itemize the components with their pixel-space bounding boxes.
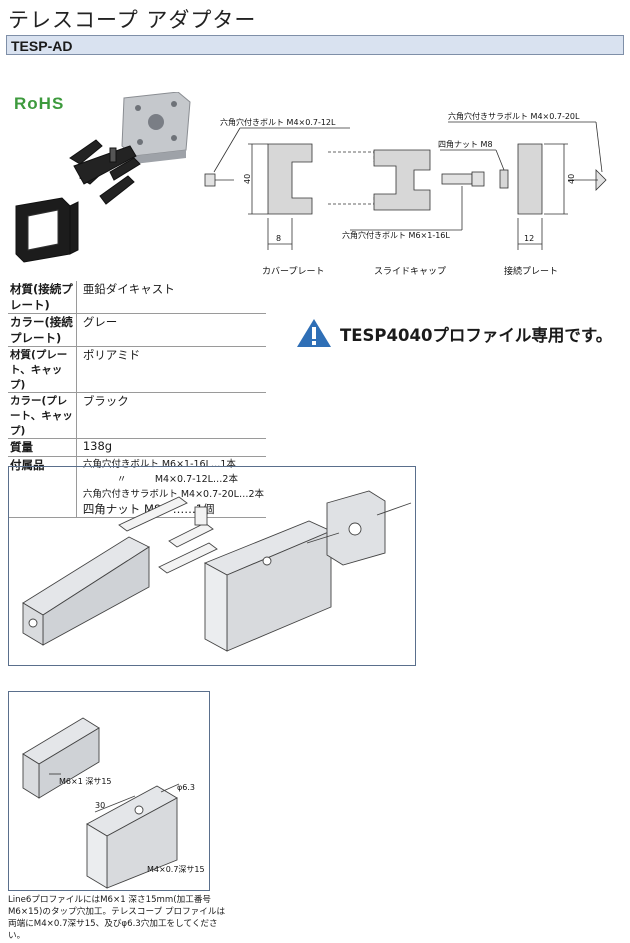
spec-row: カラー(接続プレート) グレー: [8, 313, 266, 347]
spec-key: カラー(プレート、キャップ): [8, 392, 77, 439]
spec-key: 質量: [8, 438, 77, 457]
spec-key: 材質(接続プレート): [8, 281, 77, 314]
bolt-m6-shape: [441, 173, 473, 185]
machining-detail: M6×1 深サ15 30 φ6.3 M4×0.7深サ15: [8, 691, 210, 891]
part-connect-plate: 接続プレート: [504, 265, 558, 277]
label-m6-depth: M6×1 深サ15: [59, 777, 112, 786]
spec-row: 質量 138g: [8, 438, 266, 457]
assembly-illustration: [8, 466, 416, 666]
warning-icon: [297, 319, 331, 347]
technical-drawing: 六角穴付きボルト M4×0.7-12L 六角穴付きサラボルト M4×0.7-20…: [204, 111, 607, 277]
cover-plate-shape: [267, 143, 313, 215]
label-square-nut: 四角ナット M8: [438, 139, 493, 149]
spec-key: カラー(接続プレート): [8, 313, 77, 347]
spec-value: 亜鉛ダイキャスト: [76, 281, 266, 314]
spec-row: 材質(接続プレート) 亜鉛ダイキャスト: [8, 281, 266, 314]
spec-value: グレー: [76, 313, 266, 347]
warning-text: TESP4040プロファイル専用です。: [340, 326, 613, 345]
accessory-line: 〃 M4×0.7-12L…2本: [116, 474, 238, 485]
label-m4-depth: M4×0.7深サ15: [147, 865, 205, 874]
label-bolt-bottom: 六角穴付きボルト M6×1-16L: [342, 230, 450, 240]
machining-drawing: M6×1 深サ15 30 φ6.3 M4×0.7深サ15: [22, 717, 205, 889]
model-bar: TESP-AD: [6, 35, 624, 55]
part-cover-plate: カバープレート: [262, 266, 324, 277]
dim-8: 8: [276, 234, 281, 243]
product-photo: [15, 92, 191, 263]
label-phi-6-3: φ6.3: [177, 783, 195, 792]
spec-value: ポリアミド: [76, 346, 266, 393]
connect-plate-shape: [517, 143, 543, 215]
connect-plate-image: [121, 92, 191, 164]
rohs-logo: RoHS: [14, 94, 65, 113]
dim-12: 12: [524, 234, 534, 243]
label-countersunk-bolt: 六角穴付きサラボルト M4×0.7-20L: [448, 111, 580, 121]
slide-cap-shape: [373, 149, 431, 211]
dim-40-right: 40: [567, 174, 576, 184]
accessory-line: 六角穴付きボルト M6×1-16L…1本: [82, 459, 236, 470]
dim-40-left: 40: [243, 174, 252, 184]
spec-value: ブラック: [76, 392, 266, 439]
spec-row: 材質(プレート、キャップ) ポリアミド: [8, 346, 266, 393]
spec-value: 138g: [76, 438, 266, 457]
label-bolt-top-left: 六角穴付きボルト M4×0.7-12L: [220, 117, 336, 127]
part-slide-cap: スライドキャップ: [374, 266, 446, 277]
bolt-left-shape: [204, 173, 216, 187]
square-nut-shape: [499, 169, 509, 189]
slide-cap-image: [69, 139, 141, 205]
assembly-drawing: [22, 490, 412, 652]
warning-callout: TESP4040プロファイル専用です。: [296, 318, 626, 348]
accessory-line: 六角穴付きサラボルト M4×0.7-20L…2本: [82, 489, 264, 500]
page-title: テレスコープ アダプター: [8, 8, 257, 32]
label-dim-30: 30: [95, 801, 105, 810]
spec-row: カラー(プレート、キャップ) ブラック: [8, 392, 266, 439]
machining-note: Line6プロファイルにはM6×1 深さ15mm(加工番号M6×15)のタップ穴…: [8, 895, 226, 941]
cover-plate-image: [15, 197, 79, 263]
spec-key: 材質(プレート、キャップ): [8, 346, 77, 393]
